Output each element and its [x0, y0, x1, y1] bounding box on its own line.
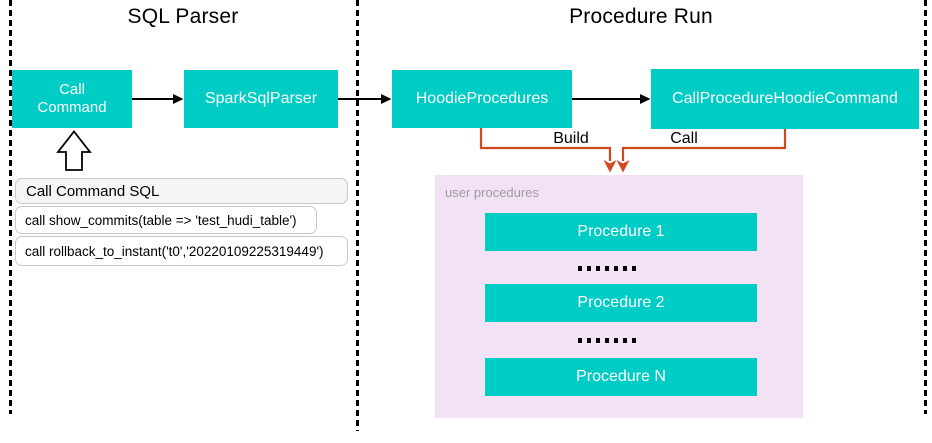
node-call-procedure-hoodie-command-label: CallProcedureHoodieCommand — [672, 90, 898, 108]
procedure-2-box: Procedure 2 — [485, 284, 757, 322]
node-spark-sql-parser-label: SparkSqlParser — [204, 90, 318, 108]
right-dashed-border — [924, 0, 927, 414]
call-edge-label: Call — [670, 130, 698, 147]
sql-example-row: call rollback_to_instant('t0','202201092… — [15, 236, 348, 266]
node-call-command: Call Command — [12, 70, 132, 128]
procedure-n-box: Procedure N — [485, 358, 757, 396]
sql-panel-header-label: Call Command SQL — [26, 182, 160, 200]
procedure-1-label: Procedure 1 — [577, 223, 665, 240]
procedure-1-box: Procedure 1 — [485, 213, 757, 251]
procedure-run-section-title: Procedure Run — [569, 5, 713, 28]
user-procedures-container: user procedures Procedure 1 Procedure 2 … — [435, 175, 803, 418]
left-dashed-border — [9, 0, 12, 414]
sql-parser-section-title: SQL Parser — [127, 5, 239, 28]
ellipsis-dots — [578, 338, 636, 343]
procedure-2-label: Procedure 2 — [577, 294, 665, 311]
sql-example-row: call show_commits(table => 'test_hudi_ta… — [15, 206, 317, 234]
sql-example-text: call show_commits(table => 'test_hudi_ta… — [25, 212, 297, 228]
node-call-procedure-hoodie-command: CallProcedureHoodieCommand — [651, 69, 919, 129]
arrow-sparksqlparser-to-hoodieprocedures — [338, 94, 392, 104]
node-spark-sql-parser: SparkSqlParser — [184, 70, 338, 128]
middle-dashed-divider — [356, 0, 359, 431]
user-procedures-label: user procedures — [445, 185, 539, 200]
arrow-hoodieprocedures-to-callprocedurehoodiecommand — [572, 94, 651, 104]
build-edge-label: Build — [553, 130, 589, 147]
sql-example-text: call rollback_to_instant('t0','202201092… — [25, 243, 324, 259]
procedure-n-label: Procedure N — [576, 368, 666, 385]
arrow-callcommand-to-sparksqlparser — [132, 94, 184, 104]
up-arrow-icon — [56, 130, 92, 171]
ellipsis-dots — [578, 266, 636, 271]
node-call-command-label: Call Command — [37, 81, 107, 116]
sql-panel-header: Call Command SQL — [15, 178, 348, 204]
node-hoodie-procedures-label: HoodieProcedures — [415, 90, 549, 108]
node-hoodie-procedures: HoodieProcedures — [392, 70, 572, 128]
